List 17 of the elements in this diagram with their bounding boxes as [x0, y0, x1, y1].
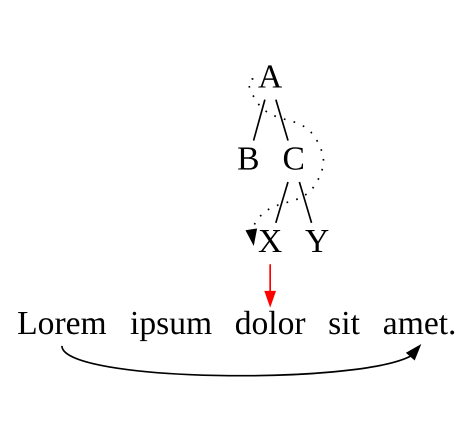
node-text: Lorem	[17, 304, 107, 342]
node-text: X	[258, 222, 282, 260]
node-text: C	[282, 140, 305, 178]
node-text: Y	[305, 222, 330, 260]
node-text: amet.	[382, 304, 456, 342]
node-text: dolor	[234, 304, 306, 342]
connector	[275, 181, 289, 223]
arrow	[61, 343, 422, 376]
connector	[298, 181, 312, 223]
label: ipsum	[130, 304, 212, 342]
arrow	[245, 78, 324, 246]
node-text: B	[237, 140, 260, 178]
label: sit	[328, 304, 360, 342]
connector	[252, 98, 266, 140]
connector	[275, 98, 289, 140]
arrow	[264, 264, 276, 308]
node-text: A	[258, 58, 282, 95]
